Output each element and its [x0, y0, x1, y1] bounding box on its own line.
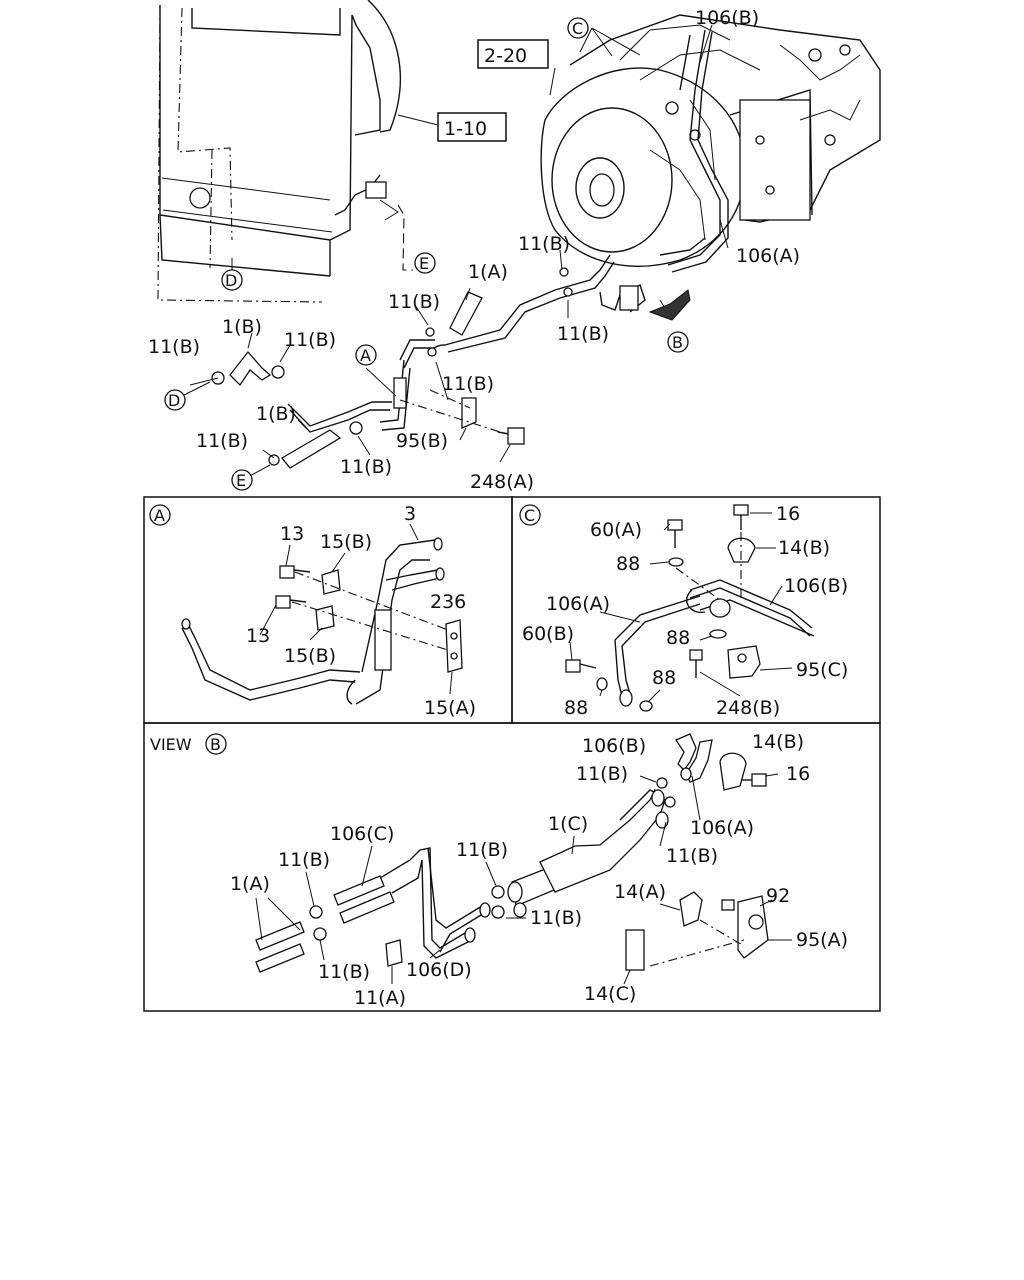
- panel-c-label-60b: 60(B): [522, 623, 574, 645]
- callout-e-bottom: E: [236, 471, 246, 490]
- view-b-title-letter: B: [210, 735, 221, 754]
- label-11b-5: 11(B): [284, 329, 336, 351]
- view-label-95a: 95(A): [796, 929, 848, 951]
- panel-c-label-248b: 248(B): [716, 697, 780, 719]
- panel-c-label-95c: 95(C): [796, 659, 848, 681]
- view-label-11b-1: 11(B): [576, 763, 628, 785]
- callout-c: C: [572, 19, 583, 38]
- view-label-106d: 106(D): [406, 959, 472, 981]
- panel-c-label-88-1: 88: [616, 553, 640, 575]
- ref-label-2-20: 2-20: [484, 45, 527, 67]
- view-label-1c: 1(C): [548, 813, 588, 835]
- view-label-106b: 106(B): [582, 735, 646, 757]
- panel-c-title: C: [524, 506, 535, 525]
- label-95b: 95(B): [396, 430, 448, 452]
- view-label-11b-4: 11(B): [456, 839, 508, 861]
- callout-a: A: [360, 346, 371, 365]
- detail-panel-c: C 60(A) 16 14(B): [511, 496, 881, 724]
- panel-c-label-88-4: 88: [564, 697, 588, 719]
- view-label-11b-3: 11(B): [278, 849, 330, 871]
- label-11b-8: 11(B): [340, 456, 392, 478]
- overview-illustration: 2-20 1-10 C B A D D E E 106(B) 106(A) 11…: [148, 0, 881, 493]
- panel-a-label-15b-top: 15(B): [320, 531, 372, 553]
- label-106b-top: 106(B): [695, 7, 759, 29]
- label-248a: 248(A): [470, 471, 534, 493]
- panel-a-label-13-top: 13: [280, 523, 304, 545]
- panel-a-label-13-bottom: 13: [246, 625, 270, 647]
- label-106a-top: 106(A): [736, 245, 800, 267]
- view-label-106a: 106(A): [690, 817, 754, 839]
- panel-a-label-15a: 15(A): [424, 697, 476, 719]
- panel-c-label-106b: 106(B): [784, 575, 848, 597]
- callout-d-bottom: D: [168, 391, 180, 410]
- panel-c-label-106a: 106(A): [546, 593, 610, 615]
- cooler-pipes: [211, 254, 646, 469]
- view-label-14a: 14(A): [614, 881, 666, 903]
- panel-a-label-236: 236: [430, 591, 466, 613]
- view-label-106c: 106(C): [330, 823, 394, 845]
- view-label-11b-5: 11(B): [530, 907, 582, 929]
- transmission-illustration: [540, 14, 881, 273]
- label-1b-1: 1(B): [222, 316, 262, 338]
- panel-c-label-88-3: 88: [652, 667, 676, 689]
- view-label-11a: 11(A): [354, 987, 406, 1009]
- view-label-11b-6: 11(B): [318, 961, 370, 983]
- panel-c-label-88-2: 88: [666, 627, 690, 649]
- view-label-14c: 14(C): [584, 983, 636, 1005]
- view-label-92: 92: [766, 885, 790, 907]
- view-b-title-text: VIEW: [150, 735, 192, 754]
- callout-d-top: D: [225, 271, 237, 290]
- callout-b: B: [672, 333, 683, 352]
- label-11b-7: 11(B): [196, 430, 248, 452]
- ref-box-1-10: [437, 112, 507, 142]
- panel-a-label-15b-bottom: 15(B): [284, 645, 336, 667]
- detail-panel-view-b: VIEW B: [143, 722, 881, 1012]
- panel-a-title: A: [154, 506, 165, 525]
- label-11b-6: 11(B): [442, 373, 494, 395]
- panel-c-label-14b: 14(B): [778, 537, 830, 559]
- label-11b-1: 11(B): [518, 233, 570, 255]
- view-b-arrow: [648, 289, 691, 321]
- panel-a-label-3: 3: [404, 503, 416, 525]
- detail-panel-a: A 3 13 15(B) 236 13 15(B) 15(A): [143, 496, 513, 724]
- label-11b-3: 11(B): [557, 323, 609, 345]
- label-1b-2: 1(B): [256, 403, 296, 425]
- view-label-14b: 14(B): [752, 731, 804, 753]
- label-11b-2: 11(B): [388, 291, 440, 313]
- label-1a-top: 1(A): [468, 261, 508, 283]
- ref-label-1-10: 1-10: [444, 118, 487, 140]
- panel-c-label-60a: 60(A): [590, 519, 642, 541]
- label-11b-4: 11(B): [148, 336, 200, 358]
- ref-box-2-20: [477, 39, 549, 69]
- view-label-16: 16: [786, 763, 810, 785]
- panel-c-label-16: 16: [776, 503, 800, 525]
- radiator-illustration: [157, 0, 413, 303]
- view-label-11b-2: 11(B): [666, 845, 718, 867]
- view-label-1a: 1(A): [230, 873, 270, 895]
- callout-e-top: E: [419, 254, 429, 273]
